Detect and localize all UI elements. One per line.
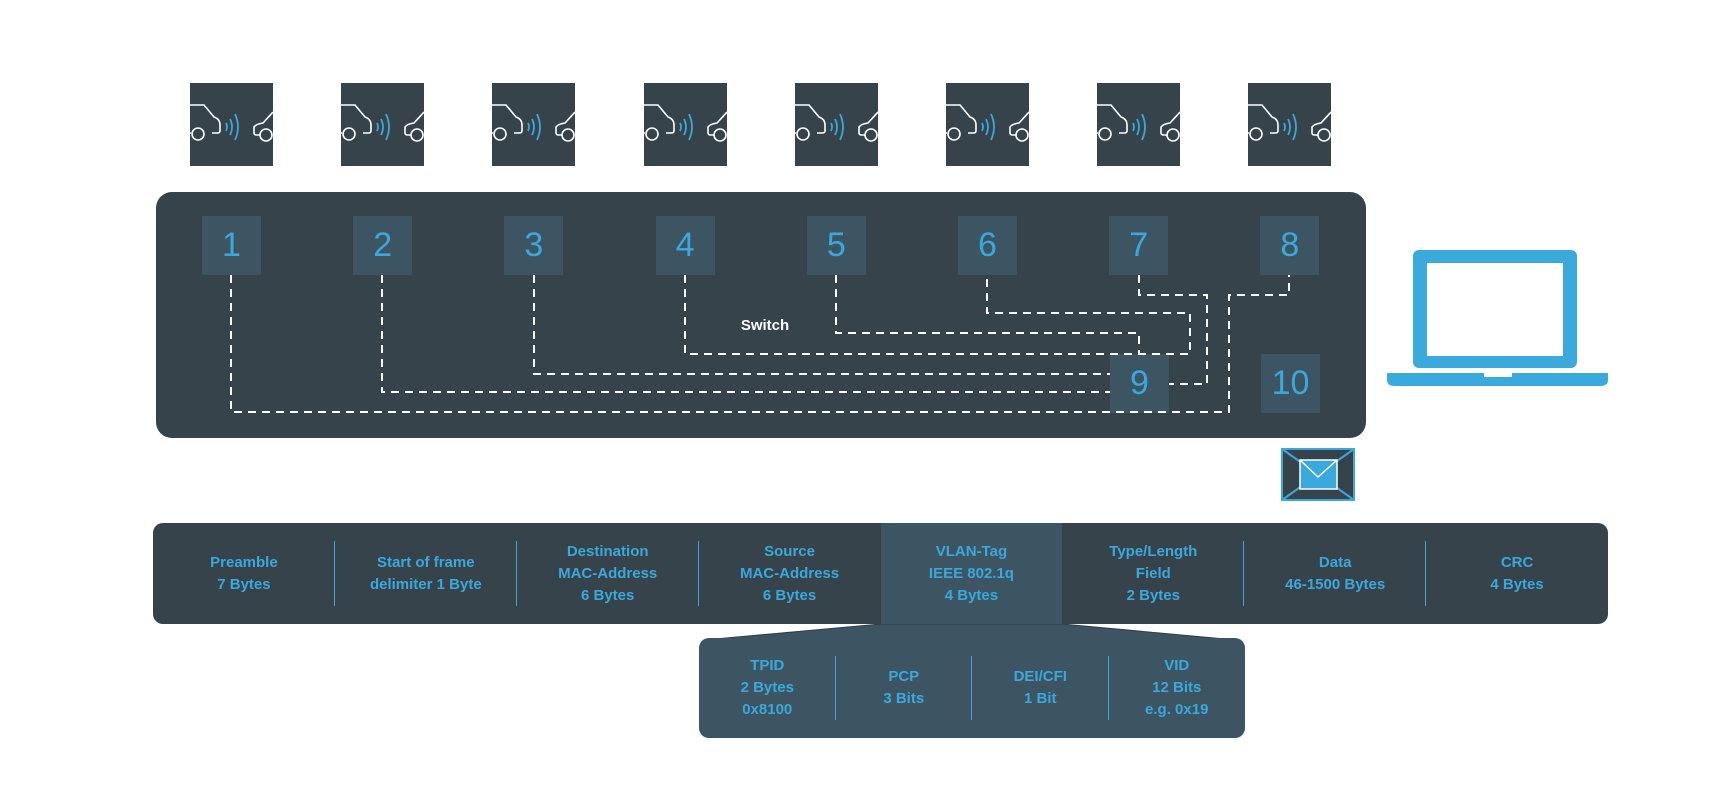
ethernet-frame: Preamble 7 Bytes Start of frame delimiter… <box>153 523 1608 624</box>
vlan-tag-detail: TPID 2 Bytes 0x8100 PCP 3 Bits DEI/CFI 1 B… <box>699 638 1245 738</box>
vlan-tag-field-label: DEI/CFI 1 Bit <box>1013 668 1067 707</box>
car-to-car-communication-icon <box>190 104 274 142</box>
car-to-car-communication-icon <box>1248 104 1332 142</box>
vehicle-device-6 <box>946 83 1030 166</box>
port-8: 8 <box>1260 216 1320 275</box>
frame-field-label: Destination MAC-Address 6 Bytes <box>558 542 658 604</box>
car-to-car-communication-icon <box>492 104 576 142</box>
frame-field: Start of frame delimiter 1 Byte <box>335 523 517 624</box>
vlan-tag-field: TPID 2 Bytes 0x8100 <box>699 638 836 738</box>
frame-field: Data 46-1500 Bytes <box>1244 523 1427 624</box>
port-1: 1 <box>202 216 261 275</box>
vehicle-device-1 <box>190 83 274 166</box>
vehicle-device-2 <box>341 83 425 166</box>
divider <box>333 541 335 606</box>
port-3-path <box>533 275 1110 375</box>
port-6: 6 <box>958 216 1017 275</box>
frame-field: Preamble 7 Bytes <box>153 523 335 624</box>
vlan-tag-field-label: VID 12 Bits e.g. 0x19 <box>1145 657 1209 718</box>
vehicle-device-7 <box>1097 83 1181 166</box>
port-1-path <box>230 275 1290 413</box>
frame-field-label: Source MAC-Address 6 Bytes <box>739 542 840 604</box>
frame-field-label: Data 46-1500 Bytes <box>1285 553 1386 593</box>
divider <box>1107 656 1109 720</box>
vlan-tag-field-label: TPID 2 Bytes 0x8100 <box>740 657 794 718</box>
port-7-path <box>1138 275 1208 385</box>
frame-field-label: VLAN-Tag IEEE 802.1q 4 Bytes <box>928 542 1014 604</box>
port-4: 4 <box>655 216 715 275</box>
car-to-car-communication-icon <box>643 104 728 142</box>
frame-field: VLAN-Tag IEEE 802.1q 4 Bytes <box>880 523 1063 624</box>
frame-field: CRC 4 Bytes <box>1426 523 1608 624</box>
vehicle-device-8 <box>1248 83 1332 166</box>
divider <box>1425 541 1427 606</box>
switch-label: Switch <box>740 317 790 334</box>
vlan-tag-field: DEI/CFI 1 Bit <box>972 638 1109 738</box>
frame-field: Source MAC-Address 6 Bytes <box>699 523 881 624</box>
divider <box>1243 541 1245 606</box>
car-to-car-communication-icon <box>341 104 425 142</box>
frame-field-label: Type/Length Field 2 Bytes <box>1109 542 1198 604</box>
frame-field: Destination MAC-Address 6 Bytes <box>517 523 699 624</box>
divider <box>971 656 972 720</box>
frame-field: Type/Length Field 2 Bytes <box>1062 523 1245 624</box>
vehicle-device-3 <box>492 83 576 166</box>
car-to-car-communication-icon <box>794 104 879 142</box>
vehicle-device-5 <box>794 83 879 166</box>
car-to-car-communication-icon <box>1097 104 1181 142</box>
vlan-tag-field: VID 12 Bits e.g. 0x19 <box>1109 638 1246 738</box>
port-7: 7 <box>1109 216 1169 275</box>
port-5: 5 <box>806 216 866 275</box>
port-2: 2 <box>353 216 413 275</box>
vlan-tag-field-label: PCP 3 Bits <box>883 668 925 707</box>
frame-field-label: Start of frame delimiter 1 Byte <box>369 553 482 593</box>
divider <box>834 656 836 720</box>
port-9: 9 <box>1110 354 1169 413</box>
divider <box>515 541 517 606</box>
port-10: 10 <box>1261 354 1320 413</box>
frame-field-label: Preamble 7 Bytes <box>210 553 278 593</box>
vlan-connector <box>714 623 1226 640</box>
laptop-icon <box>1387 250 1608 386</box>
envelope-icon <box>1281 448 1355 501</box>
port-5-path <box>835 275 1140 354</box>
frame-field-label: CRC 4 Bytes <box>1490 553 1544 593</box>
port-2-path <box>381 275 1110 393</box>
port-4-path <box>684 275 1191 355</box>
divider <box>697 541 699 606</box>
vlan-tag-field: PCP 3 Bits <box>836 638 972 738</box>
port-3: 3 <box>504 216 564 275</box>
vehicle-device-4 <box>643 83 728 166</box>
car-to-car-communication-icon <box>946 104 1030 142</box>
